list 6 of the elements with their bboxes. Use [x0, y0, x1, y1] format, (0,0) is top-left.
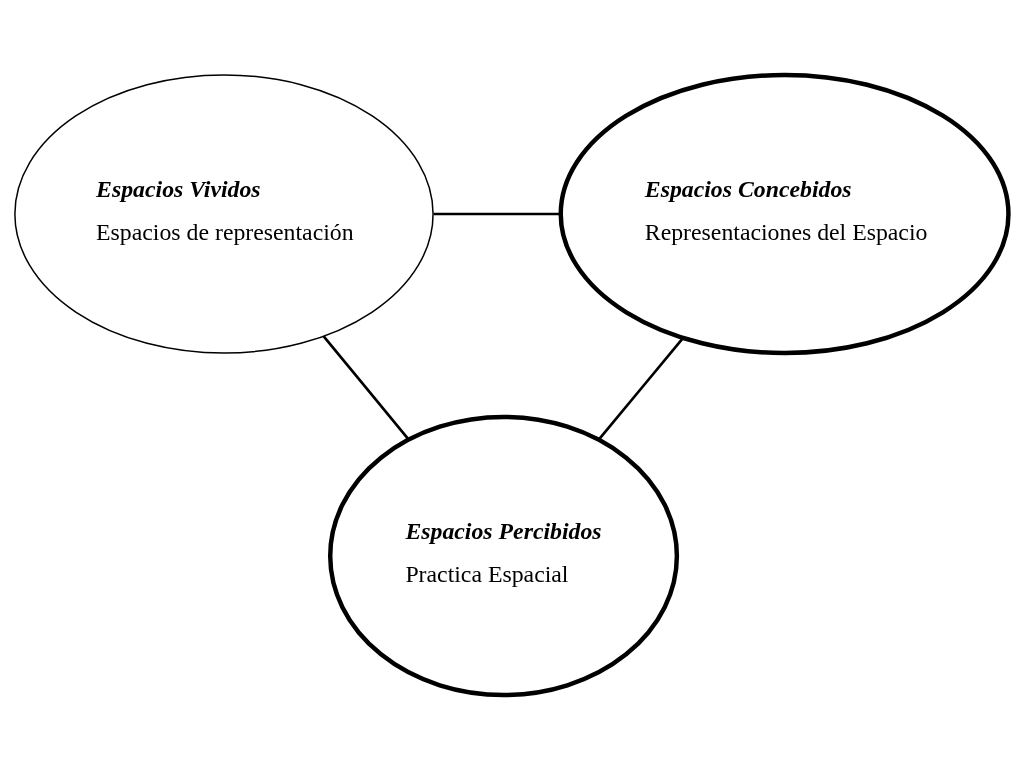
connector — [597, 337, 684, 441]
connector — [322, 335, 410, 441]
node-ellipse: Espacios Concebidos Representaciones del Espacio — [558, 72, 1011, 356]
node-ellipse: Espacios Percibidos Practica Espacial — [327, 414, 680, 698]
connector — [433, 212, 561, 216]
node-ellipse: Espacios Vividos Espacios de representación — [14, 74, 434, 354]
